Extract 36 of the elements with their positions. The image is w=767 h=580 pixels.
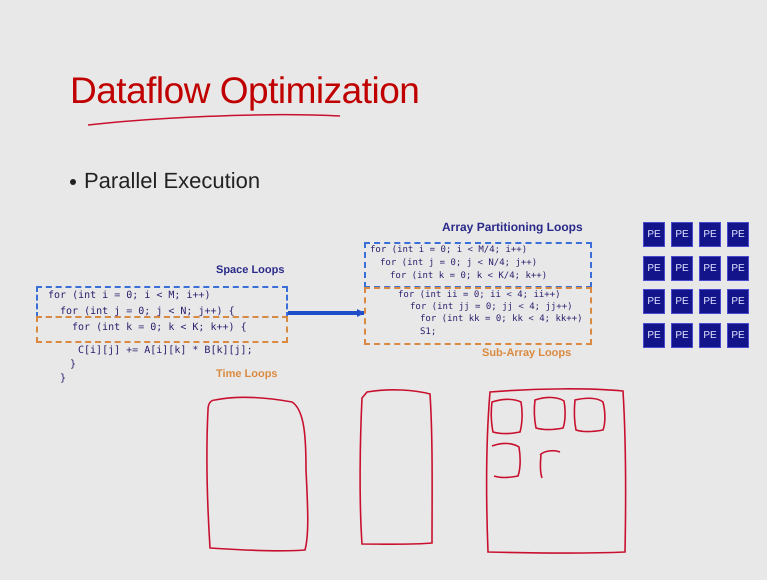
pe-block: PE <box>699 222 721 247</box>
pe-block: PE <box>671 222 693 247</box>
pe-block: PE <box>699 289 721 314</box>
pe-block: PE <box>727 322 749 348</box>
pe-block: PE <box>643 322 665 348</box>
code-line: S1; <box>420 327 436 338</box>
code-line: C[i][j] += A[i][k] * B[k][j]; <box>78 345 253 357</box>
pe-block: PE <box>671 289 693 314</box>
code-line: for (int i = 0; i < M; i++) <box>48 290 211 302</box>
pe-block: PE <box>699 256 721 280</box>
code-line: for (int j = 0; j < N/4; j++) <box>380 258 538 269</box>
code-line: for (int j = 0; j < N; j++) { <box>60 306 235 318</box>
loop-heading: Sub-Array Loops <box>482 347 572 359</box>
pe-block: PE <box>643 289 665 314</box>
pe-block: PE <box>643 222 665 247</box>
loop-heading: Array Partitioning Loops <box>442 220 583 234</box>
pe-block: PE <box>643 256 665 280</box>
pe-block: PE <box>699 322 721 348</box>
code-line: for (int kk = 0; kk < 4; kk++) <box>420 314 583 325</box>
arrow <box>288 309 365 317</box>
code-line: for (int k = 0; k < K/4; k++) <box>390 271 548 282</box>
code-line: for (int k = 0; k < K; k++) { <box>72 322 247 334</box>
code-line: for (int jj = 0; jj < 4; jj++) <box>410 302 573 313</box>
slide-title: Dataflow Optimization <box>70 70 420 112</box>
pe-block: PE <box>727 222 749 247</box>
code-line: for (int i = 0; i < M/4; i++) <box>370 245 528 256</box>
loop-heading: Time Loops <box>216 368 278 380</box>
pe-block: PE <box>727 289 749 314</box>
code-line: } <box>60 373 66 385</box>
code-line: } <box>70 359 76 371</box>
bullet-text: Parallel Execution <box>84 168 260 194</box>
pe-block: PE <box>671 322 693 348</box>
code-line: for (int ii = 0; ii < 4; ii++) <box>398 290 561 301</box>
loop-heading: Space Loops <box>216 264 284 276</box>
pe-block: PE <box>671 256 693 280</box>
pe-block: PE <box>727 256 749 280</box>
